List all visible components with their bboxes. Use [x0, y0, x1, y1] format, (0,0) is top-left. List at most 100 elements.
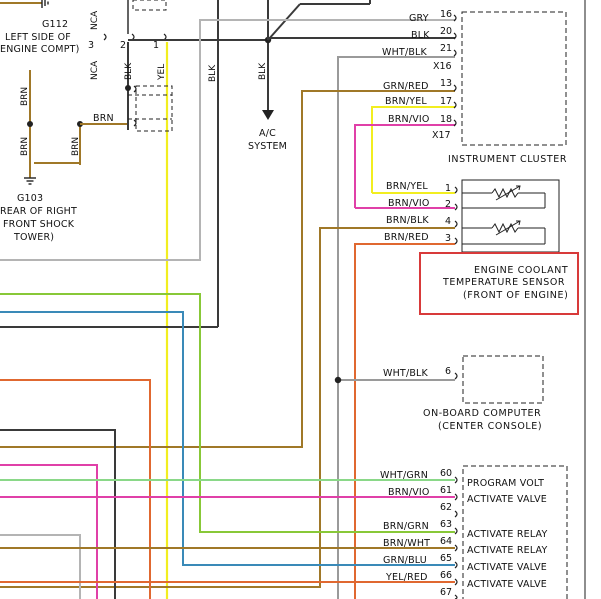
wire-label-nca-1: NCA — [90, 10, 100, 30]
cluster-pin-18: 18 — [440, 114, 452, 125]
module-pin-64: 64 — [440, 536, 452, 547]
coolant-sensor-line1: ENGINE COOLANT — [474, 265, 568, 276]
wire-label-blk-long: BLK — [208, 64, 218, 82]
control-module-box — [462, 465, 568, 599]
coolant-sensor-highlight — [419, 252, 579, 315]
module-wire-61: BRN/VIO — [388, 487, 430, 498]
g112-location-1: LEFT SIDE OF — [5, 32, 71, 43]
cluster-pin-x16: X16 — [433, 61, 452, 72]
thermistor-icon — [462, 185, 546, 209]
wire-label-blk-pin2: BLK — [124, 62, 134, 80]
module-pin-66: 66 — [440, 570, 452, 581]
obc-pin: 6 — [445, 366, 451, 377]
module-func-64: ACTIVATE RELAY — [467, 545, 548, 556]
wire-label-brn-1: BRN — [20, 87, 30, 106]
module-pin-63: 63 — [440, 519, 452, 530]
module-connector-curls — [454, 476, 458, 599]
connector-pin-2: 2 — [120, 40, 126, 51]
wire-pink-left — [0, 464, 98, 599]
connector-box-top — [132, 0, 167, 11]
splice-dot-blk — [125, 85, 131, 91]
g112-location-2: ENGINE COMPT) — [0, 44, 80, 55]
connector-pin-3: 3 — [88, 40, 94, 51]
module-func-66: ACTIVATE VALVE — [467, 579, 547, 590]
splice-dot-obc — [334, 376, 342, 384]
wire-brnvio-18 — [354, 124, 455, 208]
cluster-wire-18: BRN/VIO — [388, 114, 430, 125]
sensor-wire-4: BRN/BLK — [386, 215, 429, 226]
cluster-wire-21: WHT/BLK — [382, 47, 428, 58]
g103-location-1: REAR OF RIGHT — [0, 206, 77, 217]
ac-system-line2: SYSTEM — [248, 141, 287, 152]
obc-wire-label: WHT/BLK — [383, 368, 429, 379]
cluster-pin-17: 17 — [440, 96, 452, 107]
wire-gry-16 — [0, 19, 455, 261]
arrow-down-icon — [262, 110, 274, 120]
sensor-pin-3: 3 — [445, 233, 451, 244]
obc-line1: ON-BOARD COMPUTER — [423, 408, 541, 419]
sensor-pin-2: 2 — [445, 199, 451, 210]
module-pin-60: 60 — [440, 468, 452, 479]
module-pin-61: 61 — [440, 485, 452, 496]
wire-label-nca-2: NCA — [90, 60, 100, 80]
module-wire-63: BRN/GRN — [383, 521, 429, 532]
cluster-wire-20: BLK — [411, 30, 430, 41]
g103-location-3: TOWER) — [13, 232, 54, 243]
obc-connector-curl — [454, 372, 458, 380]
cluster-pin-21: 21 — [440, 43, 452, 54]
sensor-wire-3: BRN/RED — [384, 232, 429, 243]
connector-pin-1: 1 — [153, 40, 159, 51]
wire-label-blk-ac: BLK — [258, 62, 268, 80]
cluster-wire-16: GRY — [409, 13, 429, 24]
sensor-connector-curls — [454, 186, 458, 245]
wire-blk-left — [0, 429, 116, 599]
cluster-pin-13: 13 — [440, 78, 452, 89]
sensor-wire-2: BRN/VIO — [388, 198, 430, 209]
sensor-pin-1: 1 — [445, 183, 451, 194]
obc-line2: (CENTER CONSOLE) — [438, 421, 542, 432]
instrument-cluster-pins: GRY 16 BLK 20 WHT/BLK 21 X16 GRN/RED 13 … — [382, 9, 452, 141]
wire-gry-left — [0, 534, 81, 599]
cluster-pin-20: 20 — [440, 26, 452, 37]
coolant-sensor-line2: TEMPERATURE SENSOR — [442, 277, 565, 288]
g112-id: G112 — [42, 19, 68, 30]
thermistor-icon-2 — [462, 220, 546, 245]
module-func-61: ACTIVATE VALVE — [467, 494, 547, 505]
wire-orange-left — [0, 379, 151, 599]
coolant-sensor-pins: BRN/YEL 1 BRN/VIO 2 BRN/BLK 4 BRN/RED 3 — [384, 181, 451, 244]
wire-label-brn-3: BRN — [71, 137, 81, 156]
coolant-sensor-line3: (FRONT OF ENGINE) — [463, 290, 568, 301]
wire-blue — [0, 311, 455, 566]
module-pin-62: 62 — [440, 502, 452, 513]
wire-label-yel: YEL — [157, 64, 167, 81]
connector-box-mid — [135, 85, 173, 132]
wire-sensor-brnblk — [0, 227, 455, 588]
wire-blk-20 — [267, 37, 455, 40]
wire-whtblk-21 — [337, 56, 455, 599]
cluster-pin-x17: X17 — [432, 130, 451, 141]
module-wire-64: BRN/WHT — [383, 538, 430, 549]
module-pin-65: 65 — [440, 553, 452, 564]
module-pins: WHT/GRN 60 PROGRAM VOLT BRN/VIO 61 ACTIV… — [380, 468, 548, 598]
ground-icon-g112 — [41, 0, 49, 8]
wire-label-brn-2: BRN — [20, 137, 30, 156]
module-func-65: ACTIVATE VALVE — [467, 562, 547, 573]
wire-label-brn-4: BRN — [93, 113, 114, 124]
g103-id: G103 — [17, 193, 43, 204]
onboard-computer-box — [462, 355, 544, 404]
cluster-pin-16: 16 — [440, 9, 452, 20]
module-pin-67: 67 — [440, 587, 452, 598]
module-wire-66: YEL/RED — [385, 572, 428, 583]
ground-icon-g103 — [24, 170, 36, 185]
sensor-pin-4: 4 — [445, 216, 451, 227]
cluster-connector-curls — [453, 14, 457, 127]
cluster-wire-13: GRN/RED — [383, 81, 429, 92]
wire-brnyel-17 — [371, 106, 455, 193]
module-wire-65: GRN/BLU — [383, 555, 427, 566]
ac-system-line1: A/C — [259, 128, 276, 139]
module-func-63: ACTIVATE RELAY — [467, 529, 548, 540]
sensor-wire-1: BRN/YEL — [386, 181, 428, 192]
splice-dot-left — [27, 121, 33, 127]
instrument-cluster-title: INSTRUMENT CLUSTER — [448, 154, 567, 165]
